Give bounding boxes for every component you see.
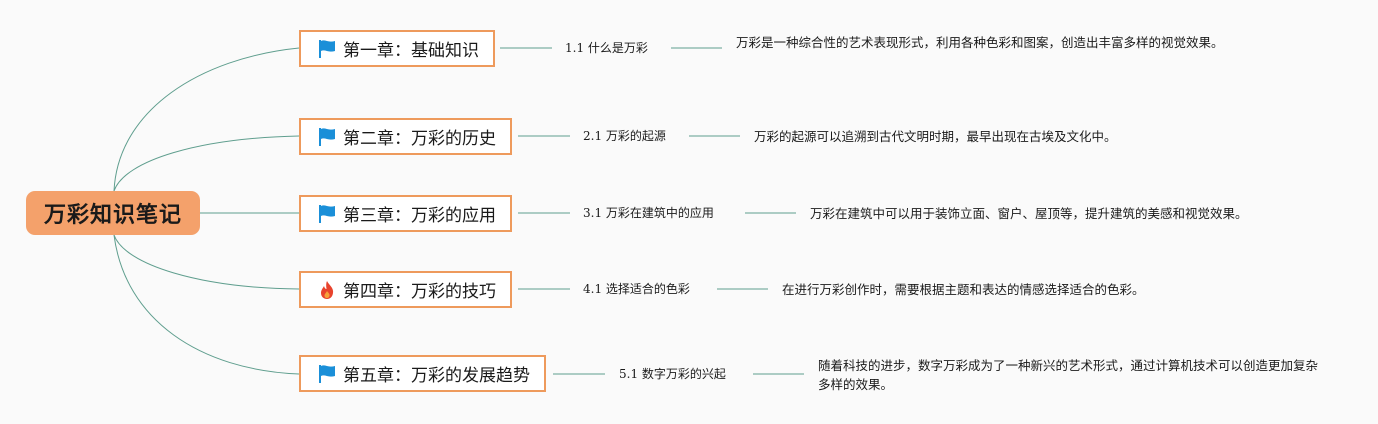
description-topic[interactable]: 在进行万彩创作时，需要根据主题和表达的情感选择适合的色彩。 [782, 280, 1145, 299]
root-to-chapter-1-link [113, 47, 300, 192]
chapter-title: 第四章：万彩的技巧 [343, 282, 496, 302]
flag-icon [317, 364, 337, 384]
description-topic[interactable]: 随着科技的进步，数字万彩成为了一种新兴的艺术形式，通过计算机技术可以创造更加复杂… [818, 356, 1318, 394]
section-label: 2.1 万彩的起源 [583, 129, 666, 143]
description-text: 在进行万彩创作时，需要根据主题和表达的情感选择适合的色彩。 [782, 282, 1145, 297]
root-to-chapter-5-link [113, 234, 300, 375]
section-label: 5.1 数字万彩的兴起 [619, 367, 726, 381]
description-text: 万彩是一种综合性的艺术表现形式，利用各种色彩和图案，创造出丰富多样的视觉效果。 [736, 35, 1224, 50]
chapter-node[interactable]: 第二章：万彩的历史 [299, 118, 512, 155]
section-topic[interactable]: 1.1 什么是万彩 [565, 40, 648, 56]
description-text: 随着科技的进步，数字万彩成为了一种新兴的艺术形式，通过计算机技术可以创造更加复杂… [818, 358, 1319, 392]
description-topic[interactable]: 万彩在建筑中可以用于装饰立面、窗户、屋顶等，提升建筑的美感和视觉效果。 [810, 204, 1248, 223]
chapter-title: 第三章：万彩的应用 [343, 206, 496, 226]
chapter-title: 第一章：基础知识 [343, 41, 479, 61]
section-topic[interactable]: 2.1 万彩的起源 [583, 128, 666, 144]
root-to-chapter-4-link [113, 234, 300, 290]
chapter-node[interactable]: 第五章：万彩的发展趋势 [299, 355, 546, 392]
fire-icon [317, 280, 337, 300]
chapter-node[interactable]: 第三章：万彩的应用 [299, 195, 512, 232]
description-text: 万彩在建筑中可以用于装饰立面、窗户、屋顶等，提升建筑的美感和视觉效果。 [810, 206, 1248, 221]
chapter-title: 第五章：万彩的发展趋势 [343, 366, 530, 386]
description-text: 万彩的起源可以追溯到古代文明时期，最早出现在古埃及文化中。 [754, 129, 1117, 144]
section-topic[interactable]: 3.1 万彩在建筑中的应用 [583, 205, 714, 221]
section-topic[interactable]: 5.1 数字万彩的兴起 [619, 366, 726, 382]
root-topic-label: 万彩知识笔记 [43, 203, 182, 228]
flag-icon [317, 127, 337, 147]
chapter-title: 第二章：万彩的历史 [343, 129, 496, 149]
section-label: 1.1 什么是万彩 [565, 41, 648, 55]
chapter-node[interactable]: 第四章：万彩的技巧 [299, 271, 512, 308]
root-topic[interactable]: 万彩知识笔记 [26, 191, 200, 235]
flag-icon [317, 204, 337, 224]
flag-icon [317, 39, 337, 59]
section-label: 4.1 选择适合的色彩 [583, 282, 690, 296]
section-label: 3.1 万彩在建筑中的应用 [583, 206, 714, 220]
root-to-chapter-2-link [113, 135, 300, 192]
description-topic[interactable]: 万彩是一种综合性的艺术表现形式，利用各种色彩和图案，创造出丰富多样的视觉效果。 [736, 33, 1236, 52]
chapter-node[interactable]: 第一章：基础知识 [299, 30, 495, 67]
section-topic[interactable]: 4.1 选择适合的色彩 [583, 281, 690, 297]
description-topic[interactable]: 万彩的起源可以追溯到古代文明时期，最早出现在古埃及文化中。 [754, 127, 1117, 146]
